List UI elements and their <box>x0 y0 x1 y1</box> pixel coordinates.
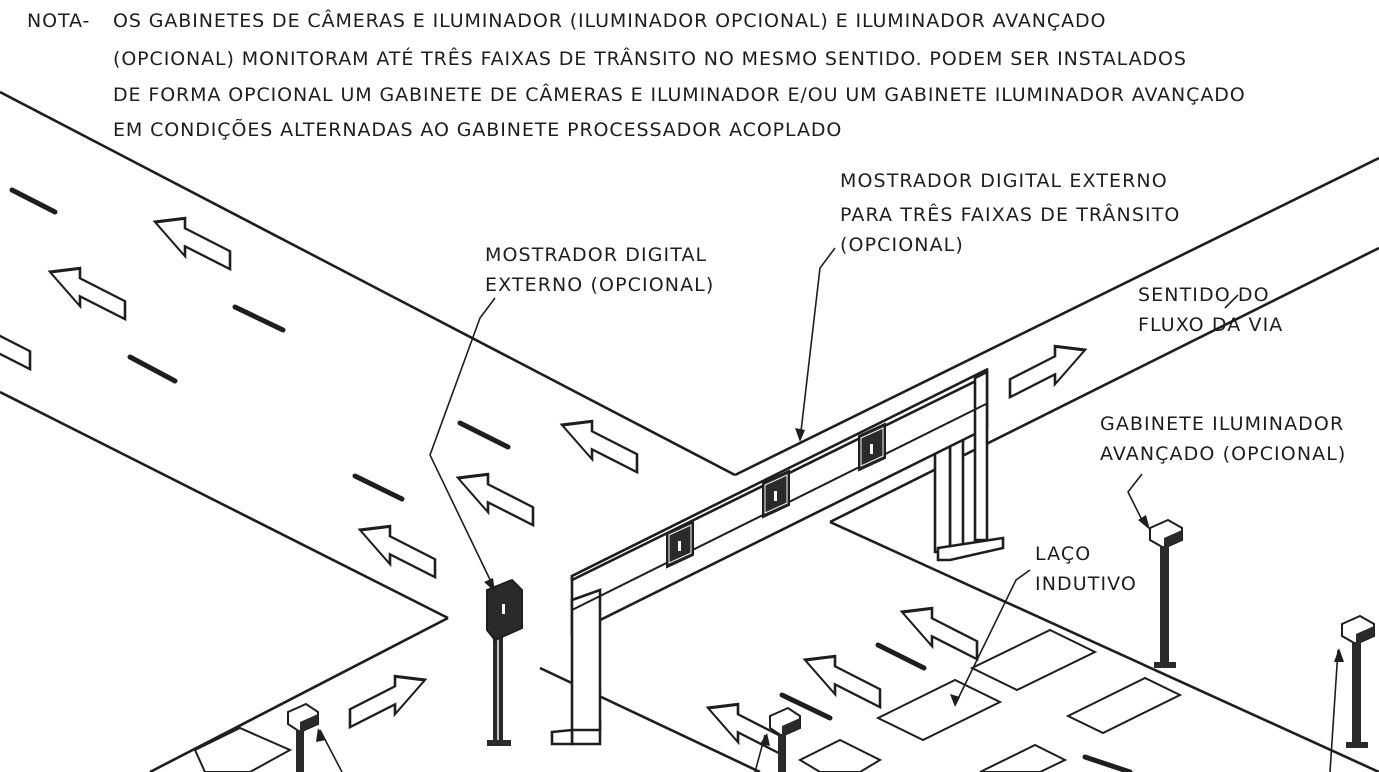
label-display-3lanes-line-3: (OPCIONAL) <box>840 234 964 256</box>
label-display-single-line-1: MOSTRADOR DIGITAL <box>485 244 708 266</box>
illuminator-cabinets <box>287 518 1375 772</box>
note-prefix: NOTA- <box>27 10 91 32</box>
leader-arrowheads <box>316 428 1344 746</box>
label-display-3lanes-line-2: PARA TRÊS FAIXAS DE TRÂNSITO <box>840 204 1181 226</box>
label-advanced-illuminator-line-2: AVANÇADO (OPCIONAL) <box>1100 443 1347 465</box>
label-flow-direction-line-2: FLUXO DA VIA <box>1138 314 1284 336</box>
lane-dashes <box>9 187 1133 772</box>
note-line-4: EM CONDIÇÕES ALTERNADAS AO GABINETE PROC… <box>113 119 843 141</box>
label-flow-direction-line-1: SENTIDO DO <box>1138 284 1270 306</box>
gantry <box>550 367 1005 746</box>
label-inductive-loop-line-1: LAÇO <box>1035 543 1092 565</box>
label-display-single-line-2: EXTERNO (OPCIONAL) <box>485 274 715 296</box>
label-advanced-illuminator-line-1: GABINETE ILUMINADOR <box>1100 413 1345 435</box>
inductive-loops <box>193 628 1183 772</box>
single-display-post <box>486 578 523 746</box>
note-line-3: DE FORMA OPCIONAL UM GABINETE DE CÂMERAS… <box>113 84 1246 106</box>
note-line-2: (OPCIONAL) MONITORAM ATÉ TRÊS FAIXAS DE … <box>113 48 1187 70</box>
road-edges <box>0 90 1379 772</box>
gantry-displays <box>666 422 886 569</box>
note-line-1: OS GABINETES DE CÂMERAS E ILUMINADOR (IL… <box>113 10 1107 32</box>
label-display-3lanes-line-1: MOSTRADOR DIGITAL EXTERNO <box>840 170 1168 192</box>
label-inductive-loop-line-2: INDUTIVO <box>1035 573 1137 595</box>
